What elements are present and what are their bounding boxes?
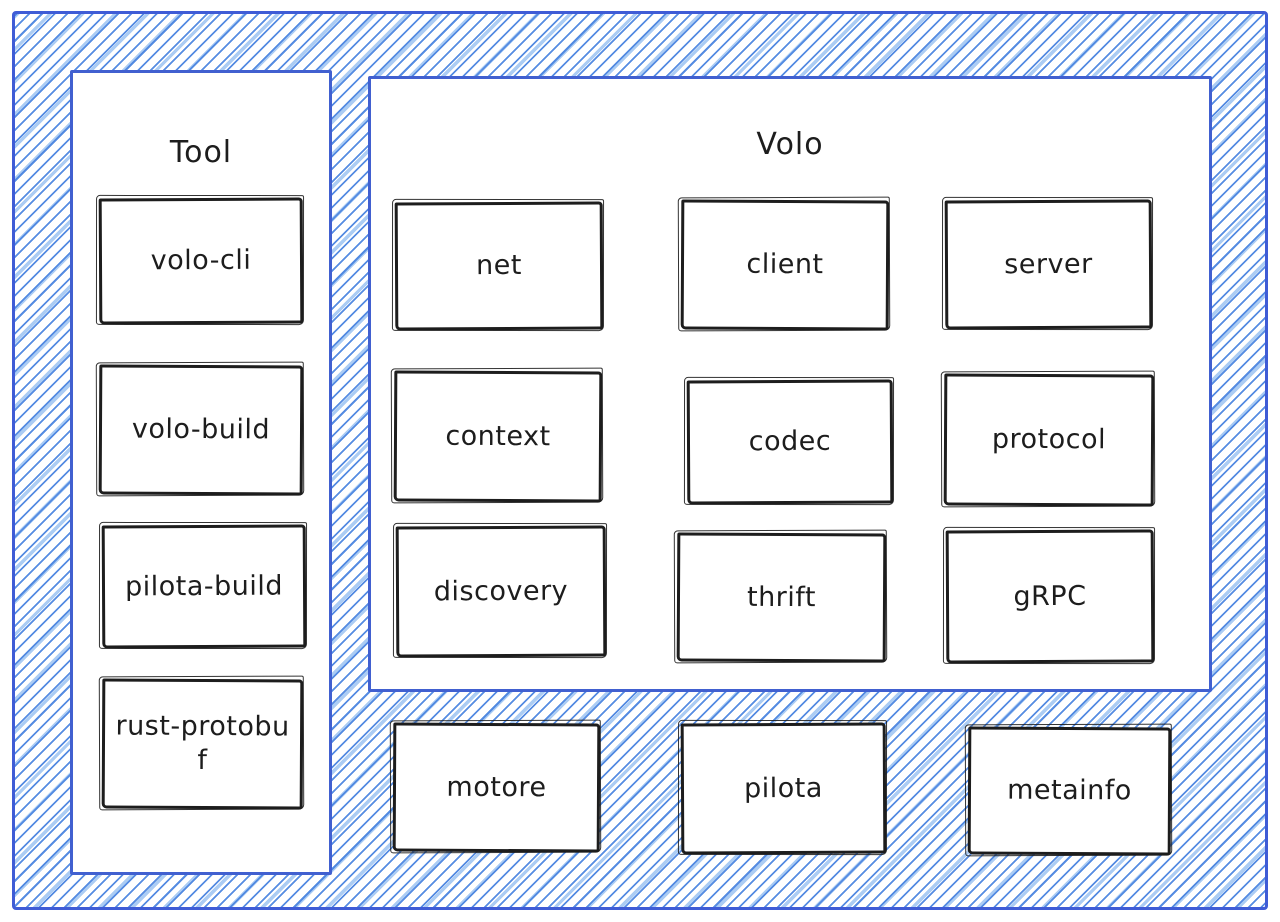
node-thrift: thrift xyxy=(676,532,887,663)
node-net: net xyxy=(394,201,604,331)
node-codec: codec xyxy=(686,379,894,505)
node-client: client xyxy=(680,199,890,331)
node-label: client xyxy=(746,248,824,281)
node-label: context xyxy=(445,420,551,452)
node-pilota: pilota xyxy=(680,722,887,855)
node-label: metainfo xyxy=(1007,774,1132,807)
node-discovery: discovery xyxy=(395,525,607,658)
node-volo-build: volo-build xyxy=(98,364,304,496)
node-protocol: protocol xyxy=(943,373,1155,507)
node-grpc: gRPC xyxy=(945,529,1155,664)
node-label: rust-protobuf xyxy=(115,710,290,777)
node-label: pilota xyxy=(744,772,823,804)
node-volo-cli: volo-cli xyxy=(98,197,304,325)
node-label: volo-cli xyxy=(150,244,252,277)
node-label: discovery xyxy=(433,575,569,607)
node-label: gRPC xyxy=(1013,580,1087,612)
node-label: server xyxy=(1004,248,1093,280)
node-label: net xyxy=(476,250,522,282)
node-label: codec xyxy=(748,425,832,458)
node-context: context xyxy=(393,370,603,503)
node-label: pilota-build xyxy=(124,570,284,603)
node-label: volo-build xyxy=(131,413,271,446)
node-label: protocol xyxy=(991,423,1107,456)
node-metainfo: metainfo xyxy=(967,726,1172,856)
volo-panel-title: Volo xyxy=(756,127,824,162)
node-label: thrift xyxy=(746,581,817,613)
outer-hatched-frame: Tool Volo volo-cli volo-build pilota-bui… xyxy=(12,11,1268,910)
node-motore: motore xyxy=(392,722,601,853)
tool-panel-title: Tool xyxy=(169,135,233,170)
node-pilota-build: pilota-build xyxy=(101,524,307,649)
node-rust-protobuf: rust-protobuf xyxy=(101,678,304,810)
node-label: motore xyxy=(446,771,547,803)
node-server: server xyxy=(944,199,1153,330)
